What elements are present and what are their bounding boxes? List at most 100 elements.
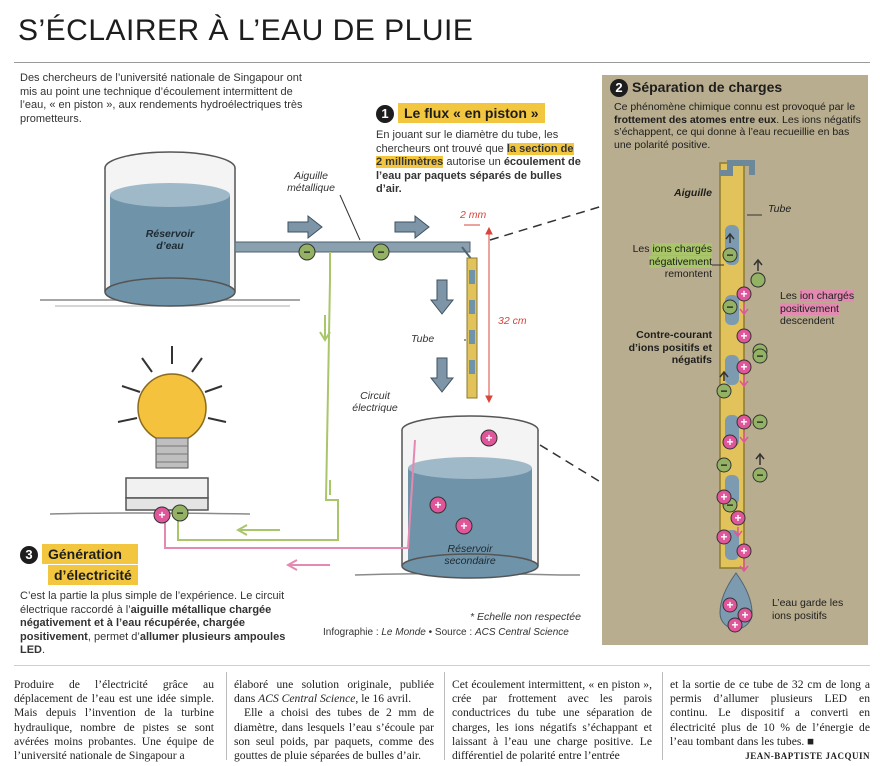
section2-number: 2: [610, 79, 628, 97]
title-rule: [14, 62, 870, 63]
svg-text:+: +: [485, 431, 492, 445]
needle-label: Aiguille métallique: [287, 170, 335, 194]
section3-bold2: allumer plusieurs ampoules LED: [20, 630, 286, 657]
scale-note: * Echelle non respectée: [470, 611, 581, 623]
length-label: 32 cm: [498, 315, 527, 327]
svg-text:−: −: [756, 415, 763, 429]
tube-label: Tube: [411, 333, 435, 345]
separation-panel: − − − − − − − − − − + + + + + + + + +: [602, 75, 868, 645]
svg-text:+: +: [726, 598, 733, 612]
section3-text-c: .: [42, 644, 46, 656]
secondary-reservoir-label: Réservoir secondaire: [444, 543, 496, 567]
svg-text:−: −: [756, 468, 763, 482]
negative-ions: − − − − − − − − − −: [716, 247, 768, 513]
credit-prefix: Infographie :: [323, 627, 382, 638]
svg-text:−: −: [756, 349, 763, 363]
charge-markers: − − + − + + +: [153, 243, 498, 535]
section2-title: Séparation de charges: [632, 79, 783, 95]
width-label: 2 mm: [460, 209, 487, 221]
svg-text:−: −: [726, 248, 733, 262]
credit-source1: Le Monde: [381, 627, 426, 638]
svg-text:+: +: [741, 608, 748, 622]
svg-text:+: +: [740, 360, 747, 374]
section3-title-line2: d’électricité: [48, 565, 138, 585]
section3-title-line1: Génération: [42, 544, 138, 564]
panel-tube-label: Tube: [768, 203, 792, 215]
neg-pre: Les: [632, 243, 653, 255]
dimension-lines: [464, 224, 493, 404]
section2-text: Ce phénomène chimique connu est provoqué…: [614, 101, 862, 151]
section1-bold: écoulement de l’eau par paquets séparés …: [376, 156, 581, 195]
panel-needle: [720, 160, 755, 176]
svg-text:+: +: [740, 287, 747, 301]
circuit-wires: [164, 252, 416, 549]
main-title: S’ÉCLAIRER À L’EAU DE PLUIE: [18, 14, 474, 47]
water-drop: + + +: [719, 572, 753, 633]
pos-post: descendent: [780, 315, 835, 327]
panel-needle-label: Aiguille: [674, 187, 712, 199]
article-author: JEAN-BAPTISTE JACQUIN: [745, 751, 870, 762]
svg-text:+: +: [740, 329, 747, 343]
neg-hl1: ions chargés: [652, 243, 712, 255]
tube: [466, 257, 478, 399]
panel-drawing: − − − − − − − − − − + + + + + + + + +: [710, 160, 768, 633]
svg-text:+: +: [734, 511, 741, 525]
col-separator-1: [226, 672, 227, 760]
svg-text:+: +: [726, 435, 733, 449]
article-rule: [14, 665, 870, 666]
counter-current-label: Contre-courant d’ions positifs et négati…: [628, 329, 712, 366]
section3-text-b: , permet d’: [87, 630, 140, 643]
article-col4: et la sortie de ce tube de 32 cm de long…: [670, 678, 870, 763]
needle-pointer: [339, 194, 361, 241]
reservoir-tank: [104, 151, 236, 307]
svg-text:−: −: [176, 506, 183, 520]
section2-text-a: Ce phénomène chimique connu est provoqué…: [614, 101, 856, 113]
circuit-label: Circuit électrique: [352, 390, 398, 414]
col-separator-3: [662, 672, 663, 760]
neg-post: remontent: [664, 268, 712, 280]
svg-text:−: −: [726, 498, 733, 512]
section1-number: 1: [376, 105, 394, 123]
svg-text:+: +: [434, 498, 441, 512]
svg-text:+: +: [720, 490, 727, 504]
article-col4-text: et la sortie de ce tube de 32 cm de long…: [670, 678, 870, 748]
svg-text:+: +: [720, 530, 727, 544]
svg-text:+: +: [460, 519, 467, 533]
article-col3: Cet écoulement intermittent, « en piston…: [452, 678, 652, 763]
section2-text-b: . Les ions négatifs s’échappent, ce qui …: [614, 113, 861, 151]
svg-text:+: +: [740, 415, 747, 429]
credit-line: Infographie : Le Monde • Source : ACS Ce…: [323, 627, 569, 638]
article-col2-a: élaboré une solution originale, publiée …: [234, 678, 434, 706]
section3-heading: 3 Génération d’électricité: [20, 544, 170, 585]
panel-pointers: [710, 214, 762, 266]
section1-text-a: En jouant sur le diamètre du tube, les c…: [376, 129, 559, 155]
ion-arrows: [719, 232, 765, 573]
article-col2-journal: ACS Central Science: [258, 692, 356, 706]
positive-ions: + + + + + + + + +: [716, 286, 752, 559]
section3-text: C’est la partie la plus simple de l’expé…: [20, 590, 300, 658]
pipe: [234, 241, 473, 261]
section3-text-a: C’est la partie la plus simple de l’expé…: [20, 590, 285, 616]
section3-bold1: aiguille métallique chargée négativement…: [20, 603, 272, 643]
section1-text-b: autorise un: [443, 156, 504, 168]
section2-bold: frottement des atomes entre eux: [614, 113, 777, 126]
svg-text:−: −: [720, 458, 727, 472]
section1-text: En jouant sur le diamètre du tube, les c…: [376, 129, 581, 197]
flow-arrows: [287, 214, 455, 393]
article-col2-p2: Elle a choisi des tubes de 2 mm de diamè…: [234, 706, 434, 763]
circuit-arrows: [235, 315, 331, 571]
neg-hl2: négativement: [648, 255, 712, 268]
diagram: − − + − + + +: [39, 151, 721, 579]
col-separator-2: [444, 672, 445, 760]
pos-pre: Les: [780, 290, 800, 302]
section1-title: Le flux « en piston »: [398, 103, 545, 123]
pos-hl1: ion chargés: [799, 290, 855, 302]
credit-source2: ACS Central Science: [474, 627, 569, 638]
svg-text:−: −: [720, 384, 727, 398]
reservoir-label: Réservoir d’eau: [145, 228, 195, 252]
article-col2: élaboré une solution originale, publiée …: [234, 678, 434, 763]
